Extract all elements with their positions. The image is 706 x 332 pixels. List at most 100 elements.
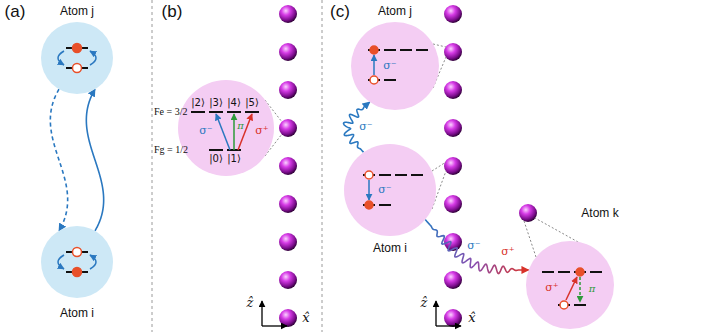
- atom-sphere: [444, 81, 462, 99]
- atom-sphere: [444, 309, 462, 327]
- axis-arrow: [262, 325, 287, 326]
- energy-levels: [66, 48, 602, 305]
- population-dots: [73, 44, 585, 310]
- photon: [425, 220, 528, 274]
- axis-arrow: [435, 301, 436, 326]
- zoom-circle: Atom jσ⁻: [351, 22, 439, 110]
- polarization-label: σ⁻: [199, 125, 212, 138]
- axis-label: x̂: [302, 311, 309, 326]
- atom-sphere: [444, 271, 462, 289]
- quantum-number: Fg = 1/2: [154, 144, 188, 156]
- transition-arrow: [58, 255, 64, 269]
- atom-label: Atom k: [581, 207, 618, 221]
- polarization-label: σ⁺: [501, 246, 514, 259]
- energy-level: [558, 304, 570, 306]
- axis-label: ẑ: [247, 296, 254, 311]
- atom-label: Atom i: [60, 307, 94, 321]
- transition-arrow: [233, 114, 235, 150]
- circle-fill: [344, 144, 436, 236]
- panel-label: (c): [330, 2, 350, 22]
- zoom-circle: |2⟩|3⟩|4⟩|5⟩|0⟩|1⟩σ⁻πσ⁺: [178, 80, 274, 176]
- panel-label: (b): [162, 2, 183, 22]
- panel-divider: [152, 0, 153, 332]
- state-label: |3⟩: [209, 97, 223, 109]
- transition-arrow: [373, 55, 375, 75]
- atom-label: Atom i: [373, 242, 407, 256]
- atom-sphere: [279, 157, 297, 175]
- axes: [262, 301, 461, 326]
- atom-sphere: [444, 43, 462, 61]
- atom-sphere: [279, 233, 297, 251]
- transition-arrow: [566, 277, 577, 300]
- circle-fill: [526, 241, 614, 329]
- energy-level: [368, 79, 380, 81]
- transition-arrow: [58, 51, 64, 65]
- empty-dot: [73, 248, 82, 257]
- zoom-line: [433, 44, 446, 47]
- energy-level: [363, 204, 375, 206]
- atom-sphere: [279, 81, 297, 99]
- state-label: |1⟩: [227, 153, 241, 165]
- axis-label: ẑ: [421, 296, 428, 311]
- quantum-number: Fe = 3/2: [154, 106, 187, 118]
- zoom-circle: Atom kσ⁺π: [526, 241, 614, 329]
- polarization-label: π: [589, 283, 596, 295]
- energy-level: [66, 251, 88, 253]
- circle-fill: [351, 22, 439, 110]
- energy-level: [379, 204, 391, 206]
- filled-dot: [73, 268, 82, 277]
- circle-outline: [526, 241, 614, 329]
- atom-sphere: [444, 157, 462, 175]
- axis-arrow: [261, 301, 262, 326]
- axis-label: x̂: [468, 311, 475, 326]
- transition-arrow: [90, 51, 96, 65]
- energy-level: [368, 49, 380, 51]
- atom-sphere: [519, 204, 537, 222]
- energy-level: [66, 271, 88, 273]
- filled-dot: [370, 46, 378, 54]
- energy-level: [66, 67, 88, 69]
- energy-level: [542, 271, 554, 273]
- transition-arrow: [368, 180, 370, 200]
- energy-level: [245, 111, 259, 113]
- energy-level: [411, 174, 423, 176]
- polarization-label: σ⁺: [255, 125, 268, 138]
- empty-dot: [370, 76, 378, 84]
- energy-level: [558, 271, 570, 273]
- energy-level: [209, 149, 223, 151]
- zoom-line: [432, 162, 446, 171]
- energy-level: [574, 271, 586, 273]
- atom-sphere: [279, 309, 297, 327]
- energy-level: [384, 49, 396, 51]
- energy-level: [66, 47, 88, 49]
- panel-label: (a): [5, 2, 26, 22]
- transition-arrow: [216, 114, 230, 150]
- circle-outline: [41, 226, 113, 298]
- energy-level: [384, 79, 396, 81]
- polarization-label: π: [237, 120, 244, 132]
- circle-outline: [41, 22, 113, 94]
- atom-circle: Atom i: [41, 226, 113, 298]
- energy-level: [191, 111, 205, 113]
- state-label: |5⟩: [245, 97, 259, 109]
- circle-fill: [41, 22, 113, 94]
- circle-fill: [41, 226, 113, 298]
- state-label: |4⟩: [227, 97, 241, 109]
- energy-level: [400, 49, 412, 51]
- edge-label: σ⁻: [466, 240, 481, 253]
- transition-arrow: [90, 255, 96, 269]
- atom-circle: Atom j: [41, 22, 113, 94]
- atom-sphere: [279, 119, 297, 137]
- energy-level: [416, 49, 428, 51]
- filled-dot: [73, 44, 82, 53]
- edge-label: σ⁻: [358, 121, 373, 134]
- circle-fill: [178, 80, 274, 176]
- transition-arrow: [579, 277, 581, 302]
- atom-array: [279, 5, 537, 327]
- energy-level: [363, 174, 375, 176]
- filled-dot: [365, 201, 373, 209]
- energy-level: [209, 111, 223, 113]
- atom-sphere: [444, 195, 462, 213]
